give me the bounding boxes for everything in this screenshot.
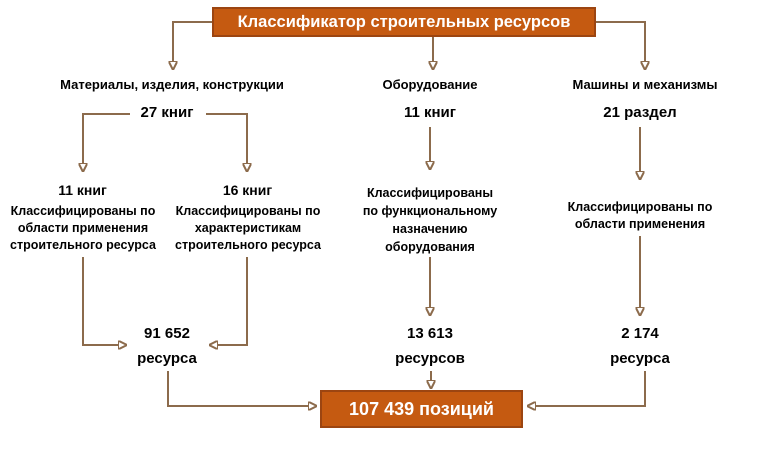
connector-title-to-machines	[594, 21, 645, 62]
desc-line: Классифицированы	[366, 186, 494, 200]
title-label: Классификатор строительных ресурсов	[237, 12, 571, 31]
column-equipment-count: 11 книг	[403, 104, 457, 121]
desc-line: строительного ресурса	[10, 238, 156, 252]
connector-27books-to-11books	[83, 113, 130, 164]
column-materials-count: 27 книг	[140, 104, 194, 121]
result-equipment: 13 613 ресурсов	[380, 321, 480, 371]
connector-91652-to-total	[167, 371, 309, 406]
result-machines: 2 174 ресурса	[590, 321, 690, 371]
connector-title-to-materials	[173, 21, 212, 62]
column-materials-heading: Материалы, изделия, конструкции	[60, 77, 284, 92]
machines-desc: Классифицированы по области применения	[565, 199, 715, 233]
desc-line: оборудования	[385, 240, 475, 254]
desc-line: Классифицированы по	[567, 200, 713, 214]
result-machines-value: 2 174	[621, 325, 659, 342]
connector-2174-to-total	[535, 371, 646, 406]
desc-line: области применения	[574, 217, 706, 231]
equipment-desc: Классифицированы по функциональному назн…	[355, 184, 505, 256]
title-box: Классификатор строительных ресурсов	[212, 7, 596, 37]
branch-11books-desc: Классифицированы по области применения с…	[5, 203, 161, 254]
connector-branch1-to-91652	[82, 257, 119, 345]
desc-line: Классифицированы по	[175, 204, 321, 218]
branch-16books-count: 16 книг	[222, 182, 273, 198]
column-machines-heading: Машины и механизмы	[572, 77, 718, 92]
desc-line: Классифицированы по	[10, 204, 156, 218]
total-box: 107 439 позиций	[320, 390, 523, 428]
connector-27books-to-16books	[206, 113, 247, 164]
desc-line: строительного ресурса	[175, 238, 321, 252]
column-machines-count: 21 раздел	[603, 104, 677, 121]
result-machines-unit: ресурса	[610, 350, 670, 367]
branch-11books-count: 11 книг	[58, 182, 107, 198]
result-materials-value: 91 652	[144, 325, 190, 342]
result-equipment-value: 13 613	[407, 325, 453, 342]
column-equipment-heading: Оборудование	[382, 77, 478, 92]
desc-line: области применения	[17, 221, 149, 235]
result-materials: 91 652 ресурса	[117, 321, 217, 371]
total-label: 107 439 позиций	[349, 398, 494, 419]
desc-line: назначению	[392, 222, 468, 236]
branch-16books-desc: Классифицированы по характеристикам стро…	[170, 203, 326, 254]
connector-branch2-to-91652	[217, 257, 248, 345]
result-equipment-unit: ресурсов	[395, 350, 465, 367]
desc-line: характеристикам	[194, 221, 302, 235]
result-materials-unit: ресурса	[137, 350, 197, 367]
desc-line: по функциональному	[362, 204, 498, 218]
